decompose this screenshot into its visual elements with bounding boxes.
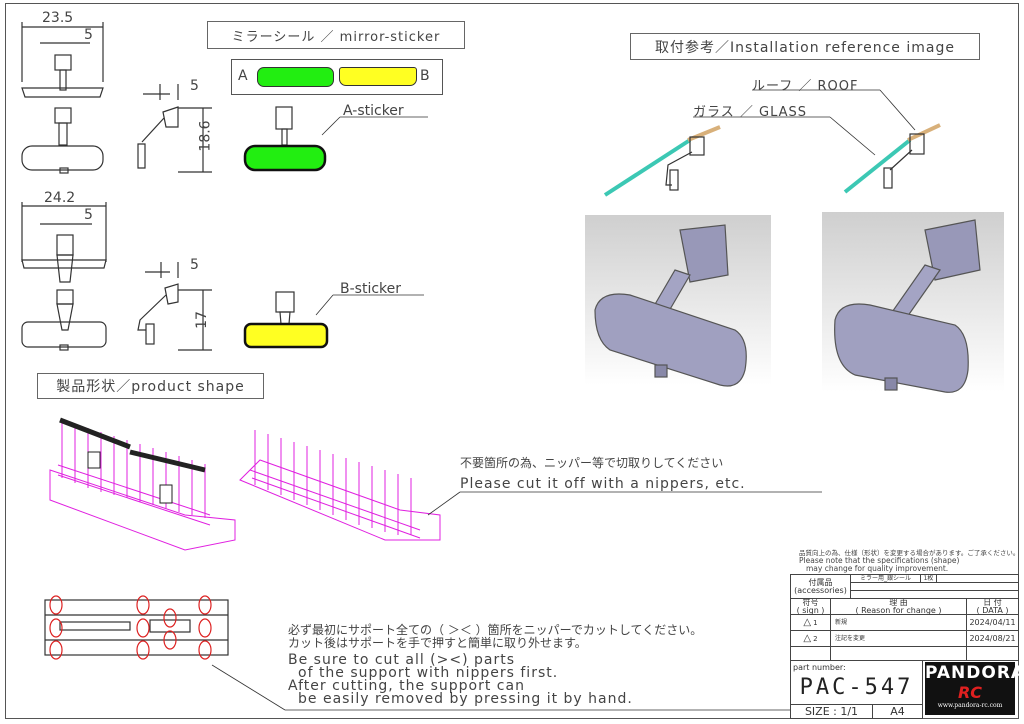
mirror-a-side-view xyxy=(137,84,212,173)
revision-blank-reason xyxy=(831,647,967,661)
revision-blank-date xyxy=(967,647,1019,661)
mirror-sticker-title: ミラーシール ／ mirror-sticker xyxy=(207,21,465,49)
installation-sketch-left xyxy=(603,116,830,197)
sign-header-en: ( sign ) xyxy=(796,605,825,615)
accessory-blank xyxy=(937,575,1019,583)
support-note-en-2: of the support with nippers first. xyxy=(298,665,559,681)
accessories-label-jp: 付属品 xyxy=(808,577,833,587)
mirror-b-top-view xyxy=(21,202,107,283)
sticker-a-swatch xyxy=(257,67,334,87)
dim-b-width: 24.2 xyxy=(44,190,76,206)
sign-header-jp: 符号 xyxy=(802,599,819,607)
support-note-jp-2: カット後はサポートを手で押すと簡単に取り外せます。 xyxy=(288,636,587,650)
size-label: SIZE : 1/1 xyxy=(791,705,873,719)
reason-header-jp: 理 由 xyxy=(889,599,908,607)
b-sticker-label: B-sticker xyxy=(340,281,402,297)
cut-note-jp: 不要箇所の為、ニッパー等で切取りしてください xyxy=(460,456,724,470)
sticker-b-swatch xyxy=(339,67,417,86)
cut-note-en: Please cut it off with a nippers, etc. xyxy=(460,476,746,492)
a-sticker-label: A-sticker xyxy=(343,103,404,119)
support-note-jp-1: 必ず最初にサポート全ての（ ＞＜ ）箇所をニッパーでカットしてください。 xyxy=(288,623,703,637)
accessory-row-3 xyxy=(851,591,1019,599)
revision-date-1: 2024/04/11 xyxy=(967,615,1019,631)
support-note-en-3: After cutting, the support can xyxy=(288,678,525,694)
mirror-a-top-view xyxy=(21,22,104,98)
revision-sign-1: △1 xyxy=(791,615,831,631)
accessories-label: 付属品(accessories) xyxy=(791,575,851,599)
support-note-en-4: be easily removed by pressing it by hand… xyxy=(298,691,633,707)
dim-a-width: 23.5 xyxy=(42,10,74,26)
dim-b-stem: 5 xyxy=(84,207,93,223)
installation-title: 取付参考／Installation reference image xyxy=(630,33,980,60)
revision-reason-1: 新規 xyxy=(831,615,967,631)
dim-b-height: 17 xyxy=(193,311,210,329)
support-note-en-1: Be sure to cut all (><) parts xyxy=(288,652,516,668)
sign-header: 符号( sign ) xyxy=(791,599,831,615)
revision-blank-sign xyxy=(791,647,831,661)
notice-en-2: may change for quality improvement. xyxy=(806,564,949,573)
date-header: 日 付( DATA ) xyxy=(967,599,1019,615)
mirror-b-side-view xyxy=(137,262,212,351)
part-number: PAC-547 xyxy=(799,675,914,700)
accessory-item: ミラー用_銀シール xyxy=(851,575,921,583)
notice-jp: 品質向上の為、仕様（形状）を変更する場合があります。ご了承ください。 xyxy=(799,549,1020,557)
glass-label: ガラス ／ GLASS xyxy=(693,105,808,120)
date-header-jp: 日 付 xyxy=(983,599,1002,607)
accessory-row-2 xyxy=(851,583,1019,591)
reason-header: 理 由( Reason for change ) xyxy=(831,599,967,615)
roof-label: ルーフ ／ ROOF xyxy=(752,79,859,94)
title-block: 付属品(accessories) ミラー用_銀シール 1枚 符号( sign )… xyxy=(790,574,1019,719)
installation-sketch-right xyxy=(752,89,941,194)
sprue-empty xyxy=(239,430,822,541)
revision-sign-2: △2 xyxy=(791,631,831,647)
support-cut-diagram xyxy=(44,595,790,711)
revision-sign-1-num: 1 xyxy=(813,618,818,627)
dim-a-side-offset: 5 xyxy=(190,78,199,94)
drawing-frame xyxy=(5,3,1019,719)
revision-triangle-icon: △ xyxy=(803,616,812,628)
part-number-label: part number: xyxy=(793,663,846,672)
notice-en-1: Please note that the specifications (sha… xyxy=(799,556,960,565)
revision-sign-2-num: 2 xyxy=(813,634,818,643)
render-a xyxy=(585,215,771,387)
sprue-with-mirrors xyxy=(49,417,236,551)
sticker-a-label: A xyxy=(238,68,248,84)
revision-date-2: 2024/08/21 xyxy=(967,631,1019,647)
sticker-b-label: B xyxy=(420,68,430,84)
dim-b-side-offset: 5 xyxy=(190,257,199,273)
sticker-sheet: A B xyxy=(231,59,443,95)
b-sticker-mirror xyxy=(243,291,424,349)
render-b xyxy=(822,212,1004,393)
part-number-cell: part number: PAC-547 xyxy=(791,661,923,705)
mirror-b-front-view xyxy=(21,289,107,351)
product-shape-title: 製品形状／product shape xyxy=(37,373,264,399)
a-sticker-mirror xyxy=(243,106,428,172)
revision-triangle-icon: △ xyxy=(803,632,812,644)
accessories-label-en: (accessories) xyxy=(794,585,847,595)
dim-a-height: 18.6 xyxy=(197,120,214,152)
logo-text: PANDORA xyxy=(925,663,1024,683)
mirror-a-front-view xyxy=(21,107,104,174)
accessory-qty: 1枚 xyxy=(921,575,937,583)
dim-a-stem: 5 xyxy=(84,27,93,43)
revision-reason-2: 注記を変更 xyxy=(831,631,967,647)
reason-header-en: ( Reason for change ) xyxy=(855,605,942,615)
pandora-rc-logo: PANDORA RC www.pandora-rc.com xyxy=(925,662,1024,715)
paper-size: A4 xyxy=(873,705,923,719)
date-header-en: ( DATA ) xyxy=(976,605,1009,615)
logo-url: www.pandora-rc.com xyxy=(937,702,1003,709)
logo-sub: RC xyxy=(957,683,983,702)
